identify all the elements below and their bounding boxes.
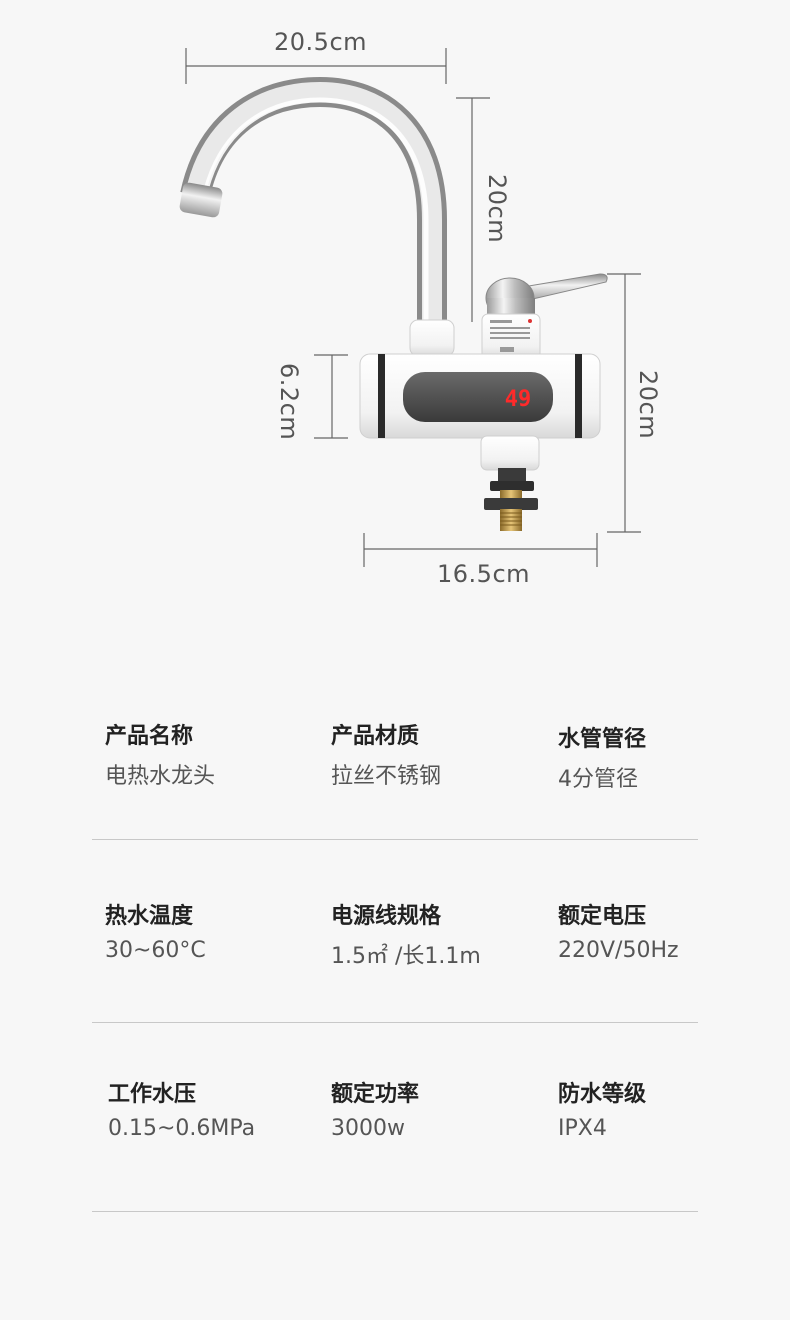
faucet-lever-handle — [485, 273, 608, 319]
spec-value: 电热水龙头 — [105, 764, 216, 789]
spec-value: 1.5㎡ /长1.1m — [331, 944, 481, 969]
faucet-illustration: 49 — [179, 48, 641, 567]
body-diameter-label: 6.2cm — [275, 363, 303, 441]
spec-cell: 工作水压 0.15~0.6MPa — [108, 1076, 255, 1141]
spec-cell: 额定电压 220V/50Hz — [558, 898, 679, 963]
spec-label: 额定功率 — [331, 1082, 420, 1107]
spec-value: IPX4 — [558, 1116, 607, 1141]
spec-label: 产品名称 — [105, 724, 194, 749]
led-display-panel — [403, 372, 553, 422]
row-divider — [92, 839, 698, 840]
spec-label: 工作水压 — [108, 1082, 197, 1107]
spec-cell: 热水温度 30~60°C — [105, 898, 206, 963]
spec-label: 防水等级 — [558, 1082, 647, 1107]
spec-label: 电源线规格 — [331, 904, 442, 929]
spec-cell: 防水等级 IPX4 — [558, 1076, 646, 1141]
spec-value: 220V/50Hz — [558, 938, 679, 963]
spout-width-label: 20.5cm — [274, 28, 368, 56]
total-height-label: 20cm — [634, 370, 662, 440]
water-inlet — [480, 435, 540, 531]
spec-cell: 产品名称 电热水龙头 — [105, 718, 215, 790]
spec-label: 额定电压 — [558, 904, 647, 929]
body-length-label: 16.5cm — [437, 560, 531, 588]
faucet-spout — [179, 76, 447, 326]
spec-value: 3000w — [331, 1116, 405, 1141]
spec-label: 热水温度 — [105, 904, 194, 929]
dimension-lines — [185, 48, 641, 567]
spec-value: 拉丝不锈钢 — [331, 764, 442, 789]
row-divider — [92, 1211, 698, 1212]
spout-height-label: 20cm — [483, 174, 511, 244]
spout-connector — [409, 319, 455, 357]
spec-cell: 产品材质 拉丝不锈钢 — [331, 718, 441, 790]
spec-cell: 电源线规格 1.5㎡ /长1.1m — [331, 898, 481, 970]
spec-value: 4分管径 — [558, 767, 638, 792]
spec-cell: 额定功率 3000w — [331, 1076, 419, 1141]
spec-label: 产品材质 — [331, 724, 420, 749]
product-dimension-diagram: 49 20.5cm 20cm 20cm 6.2cm 16.5cm — [0, 0, 790, 640]
spec-value: 0.15~0.6MPa — [108, 1116, 256, 1141]
row-divider — [92, 1022, 698, 1023]
spec-label: 水管管径 — [558, 727, 647, 752]
heater-body: 49 — [359, 353, 601, 439]
spec-value: 30~60°C — [105, 938, 206, 963]
temperature-readout: 49 — [505, 387, 532, 412]
spec-cell: 水管管径 4分管径 — [558, 721, 646, 793]
